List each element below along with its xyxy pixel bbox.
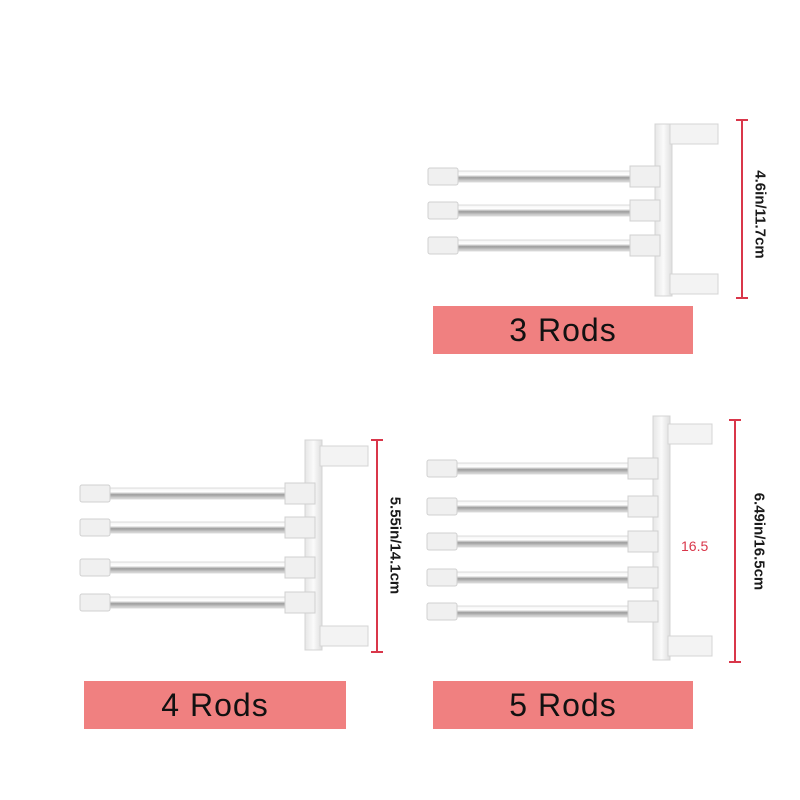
rack-5-rod <box>426 600 659 623</box>
rack-5-rod <box>426 495 659 518</box>
label-3-rods: 3 Rods <box>433 306 693 354</box>
rack-4-top-bracket <box>319 445 369 467</box>
rack-4-rods <box>79 439 383 653</box>
rack-3-bottom-bracket <box>669 273 719 295</box>
rack-5-rod <box>426 566 659 589</box>
rack-4-rod <box>79 556 316 579</box>
rack-5-dimension-label: 6.49in/16.5cm <box>750 492 768 591</box>
rack-4-rod <box>79 591 316 614</box>
rack-5-top-bracket <box>667 423 713 445</box>
rack-5-dimension-line <box>729 419 741 663</box>
rack-5-rods <box>426 415 741 663</box>
rack-4-mount-post <box>304 439 323 651</box>
rack-3-rods <box>427 119 748 299</box>
rack-5-measure-note: 16.5 <box>681 538 709 554</box>
rack-3-dimension-label: 4.6in/11.7cm <box>751 170 769 259</box>
rack-4-rod <box>79 516 316 539</box>
rack-3-rod <box>427 234 661 257</box>
rack-4-dimension-label: 5.55in/14.1cm <box>386 496 404 595</box>
rack-3-rod <box>427 165 661 188</box>
rack-5-bottom-bracket <box>667 635 713 657</box>
rack-3-top-bracket <box>669 123 719 145</box>
rack-5-rod <box>426 530 659 553</box>
rack-5-rod <box>426 457 659 480</box>
label-4-rods: 4 Rods <box>84 681 346 729</box>
rack-4-bottom-bracket <box>319 625 369 647</box>
rack-3-rod <box>427 199 661 222</box>
rack-3-dimension-line <box>736 119 748 299</box>
rack-4-dimension-line <box>371 439 383 653</box>
label-5-rods: 5 Rods <box>433 681 693 729</box>
rack-4-rod <box>79 482 316 505</box>
